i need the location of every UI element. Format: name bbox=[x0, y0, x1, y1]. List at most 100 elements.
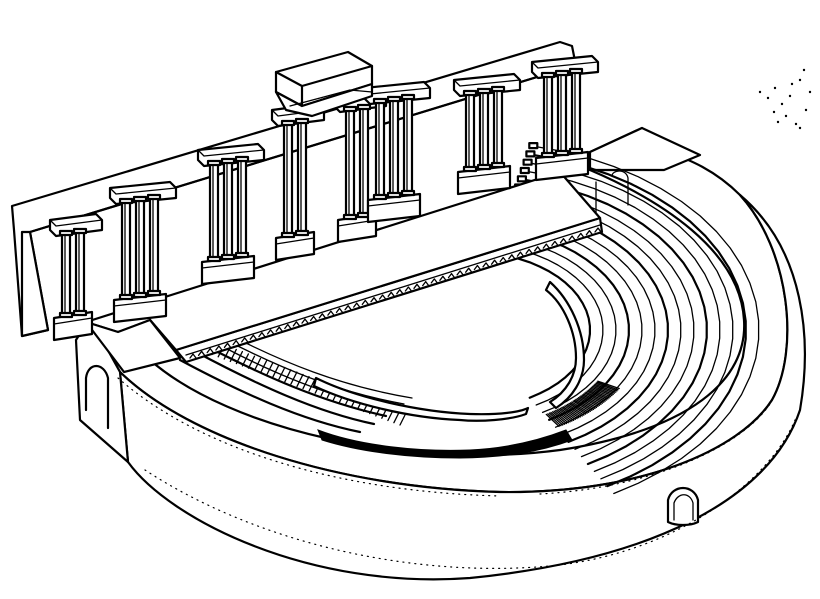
column-capital bbox=[476, 87, 492, 95]
column-base bbox=[568, 147, 584, 155]
column-group bbox=[196, 142, 266, 286]
seat-tier bbox=[529, 153, 747, 488]
column-capital bbox=[490, 85, 506, 93]
column-shaft bbox=[556, 72, 568, 156]
column-shaft bbox=[344, 108, 356, 220]
column-capital bbox=[72, 227, 88, 235]
entablature-edge bbox=[49, 219, 103, 227]
column-shaft bbox=[358, 106, 370, 218]
column-base bbox=[132, 291, 148, 299]
column-shaft bbox=[222, 160, 234, 260]
column-capital bbox=[386, 95, 402, 103]
column-capital bbox=[342, 105, 358, 113]
column-capital bbox=[118, 197, 134, 205]
seat-tier bbox=[524, 170, 721, 473]
column-capital bbox=[280, 119, 296, 127]
column-shaft bbox=[388, 98, 400, 198]
entablature-edge bbox=[531, 61, 599, 69]
stage-front-decoration bbox=[189, 227, 602, 359]
column-capital bbox=[206, 159, 222, 167]
speckle bbox=[798, 78, 802, 82]
column-capital bbox=[400, 93, 416, 101]
column-shaft bbox=[296, 120, 308, 236]
seat-tier bbox=[520, 178, 708, 466]
pedestal-moulding bbox=[201, 261, 255, 269]
speckle bbox=[788, 94, 792, 98]
column-base bbox=[372, 193, 388, 201]
seat-tier bbox=[501, 236, 617, 414]
column-shaft bbox=[492, 88, 504, 168]
column-capital bbox=[356, 103, 372, 111]
column-capital bbox=[146, 193, 162, 201]
entablature-edge bbox=[109, 187, 177, 195]
column-shaft bbox=[374, 100, 386, 200]
column-capital bbox=[540, 71, 556, 79]
column-shaft bbox=[236, 158, 248, 258]
ink-speckles bbox=[758, 68, 812, 130]
speckle bbox=[784, 114, 788, 118]
column-shaft bbox=[478, 90, 490, 170]
left-wing-step bbox=[84, 318, 182, 374]
column-base bbox=[206, 255, 222, 263]
seat-step-hatching bbox=[545, 380, 620, 428]
column-base bbox=[342, 213, 358, 221]
seat-tier bbox=[495, 252, 591, 399]
column-shaft bbox=[570, 70, 582, 154]
pedestal-moulding bbox=[367, 199, 421, 207]
column-base bbox=[540, 151, 556, 159]
column-base bbox=[220, 253, 236, 261]
column-base bbox=[386, 191, 402, 199]
column-group bbox=[452, 72, 522, 196]
column-base bbox=[118, 293, 134, 301]
speckle bbox=[758, 90, 762, 94]
column-shaft bbox=[134, 198, 146, 298]
column-base bbox=[554, 149, 570, 157]
column-group bbox=[108, 180, 178, 324]
column-capital bbox=[568, 67, 584, 75]
column-shaft bbox=[464, 92, 476, 172]
column-base bbox=[280, 231, 296, 239]
speckle bbox=[804, 108, 808, 112]
orchestra-barrier bbox=[312, 376, 530, 422]
column-shaft bbox=[120, 200, 132, 300]
speckle bbox=[780, 102, 784, 106]
tier-end-step bbox=[519, 166, 530, 175]
column-group bbox=[48, 212, 104, 342]
column-capital bbox=[554, 69, 570, 77]
central-pediment bbox=[274, 50, 374, 118]
column-capital bbox=[234, 155, 250, 163]
tier-end-step bbox=[528, 142, 539, 150]
seat-tier bbox=[518, 186, 695, 458]
column-shaft bbox=[148, 196, 160, 296]
column-base bbox=[58, 311, 74, 319]
cavea-wall-face bbox=[118, 193, 806, 581]
pedestal-moulding bbox=[535, 157, 589, 165]
column-base bbox=[490, 161, 506, 169]
speckle bbox=[772, 110, 776, 114]
pediment-gable bbox=[274, 82, 374, 118]
seat-tier bbox=[532, 145, 760, 495]
seat-tier bbox=[498, 244, 604, 406]
column-base bbox=[476, 163, 492, 171]
column-base bbox=[400, 189, 416, 197]
speckle bbox=[776, 120, 780, 124]
back-wall-lower bbox=[20, 230, 50, 338]
column-base bbox=[234, 251, 250, 259]
column-capital bbox=[294, 117, 310, 125]
entablature-edge bbox=[453, 79, 521, 87]
speckle bbox=[798, 126, 802, 130]
lower-seat-shadow bbox=[317, 429, 573, 459]
column-group bbox=[530, 54, 600, 182]
speckle bbox=[802, 68, 806, 72]
column-shaft bbox=[60, 232, 72, 318]
stage-floor bbox=[84, 170, 602, 374]
pedestal-moulding bbox=[113, 299, 167, 307]
tier-end-step bbox=[522, 158, 533, 166]
column-shaft bbox=[542, 74, 554, 158]
column-capital bbox=[220, 157, 236, 165]
column-base bbox=[462, 165, 478, 173]
column-group bbox=[362, 80, 432, 224]
pedestal-moulding bbox=[457, 171, 511, 179]
